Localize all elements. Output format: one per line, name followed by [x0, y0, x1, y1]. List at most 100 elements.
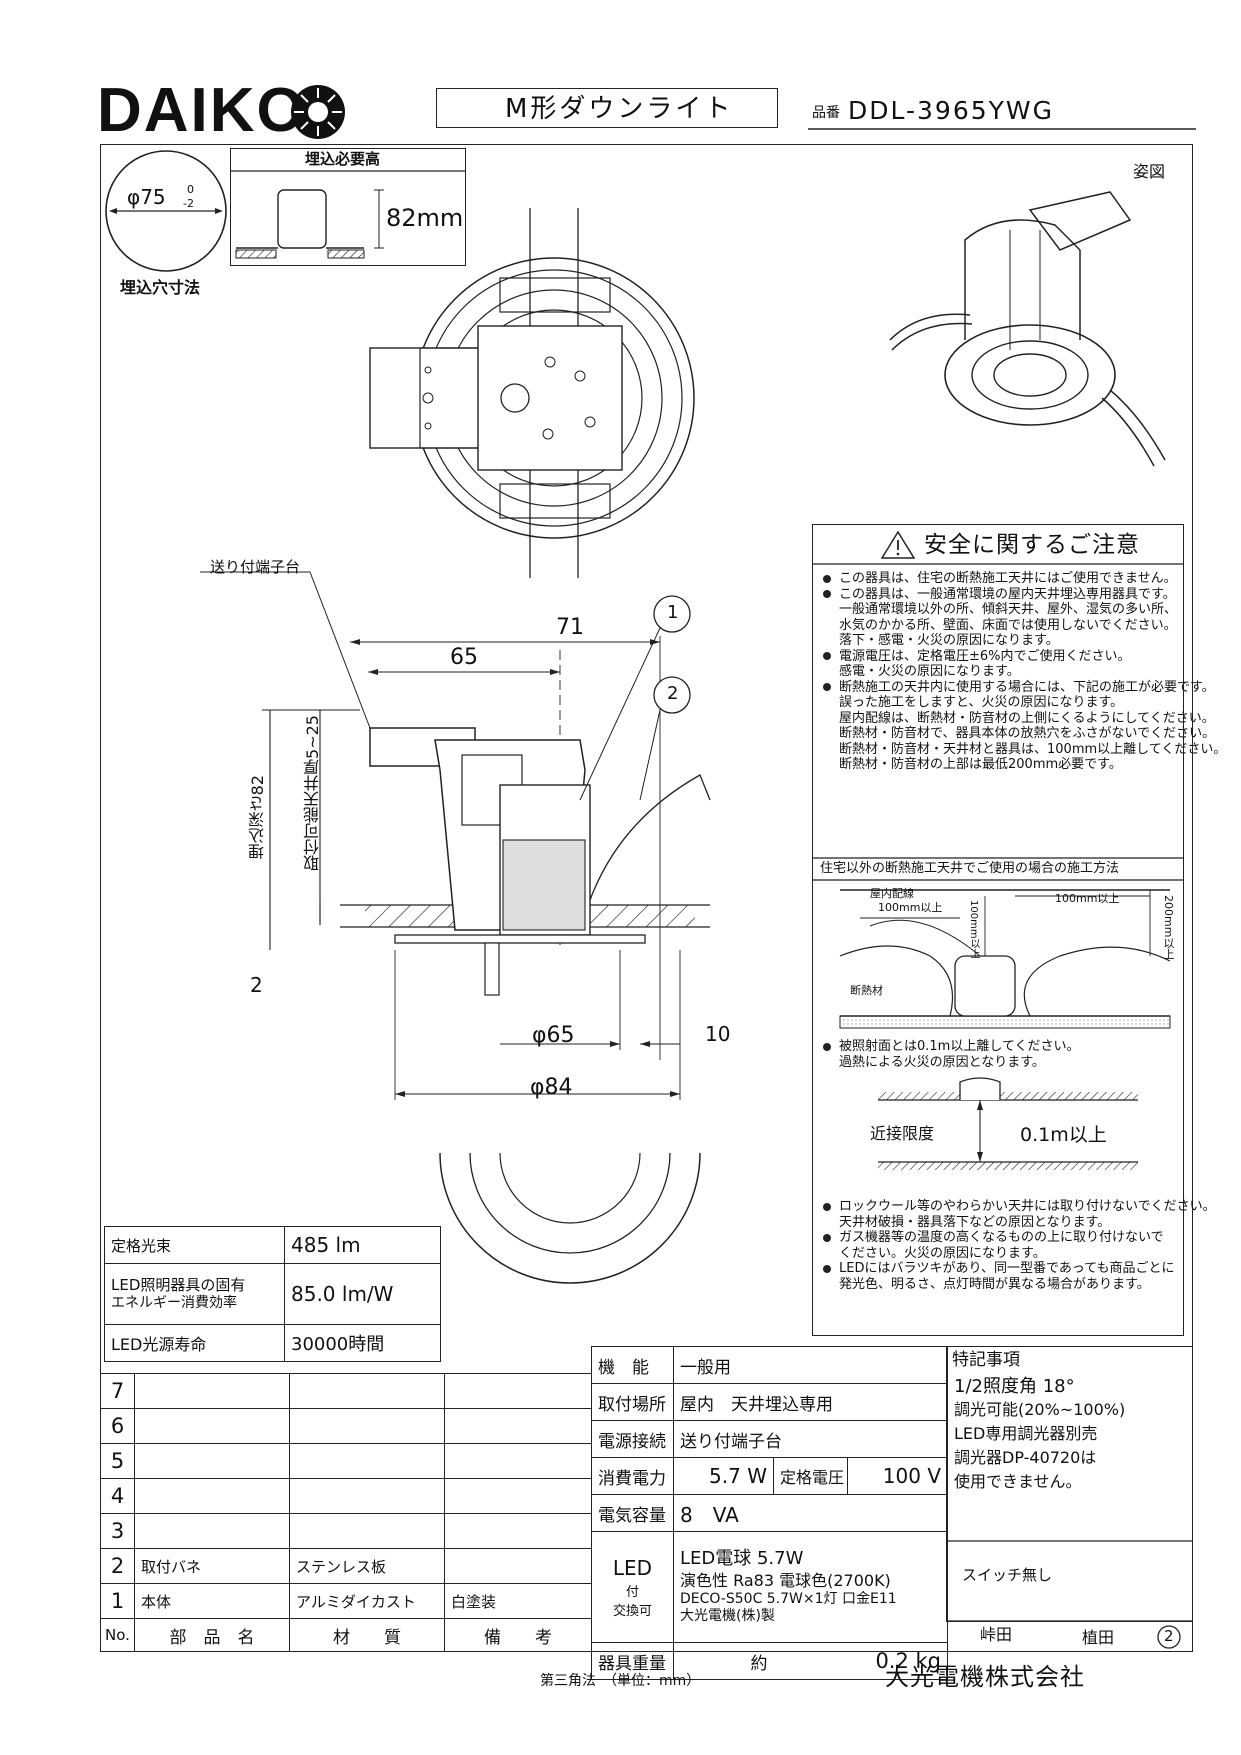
- side-elevation-drawing: [200, 571, 711, 1100]
- bullet-icon: [823, 1042, 831, 1051]
- parts-cell-no: 6: [100, 1408, 135, 1444]
- parts-cell-material: ステンレス板: [289, 1548, 445, 1584]
- notes-line: 使用できません。: [954, 1472, 1082, 1491]
- safety-line: 一般通常環境以外の所、傾斜天井、屋外、湿気の多い所、: [823, 603, 1177, 616]
- dim-2: 2: [250, 973, 263, 997]
- consumption-value: 5.7 W: [673, 1457, 774, 1495]
- led-line-2: 演色性 Ra83 電球色(2700K): [680, 1570, 891, 1590]
- efficiency-label: LED照明器具の固有 エネルギー消費効率: [104, 1263, 285, 1325]
- fig-wiring: 屋内配線: [870, 887, 914, 900]
- embed-height-box: [230, 148, 466, 266]
- fig-d100b: 100mm以上: [1055, 892, 1120, 905]
- led-label-cell: LED 付 交換可: [591, 1531, 674, 1643]
- safety-text: LEDにはバラツキがあり、同一型番であっても商品ごとに: [839, 1261, 1175, 1276]
- parts-cell-material: [289, 1373, 445, 1409]
- notes-line: 調光器DP-40720は: [954, 1448, 1097, 1467]
- bullet-icon: [823, 1233, 831, 1242]
- parts-cell-material: アルミダイカスト: [289, 1583, 445, 1619]
- bullet-icon: [823, 574, 831, 583]
- safety-line: 誤った施工をしますと、火災の原因になります。: [823, 696, 1123, 709]
- efficiency-label-1: LED照明器具の固有: [111, 1276, 246, 1295]
- safety-line: 電源電圧は、定格電圧±6%内でご使用ください。: [823, 650, 1131, 663]
- cutout-tol-bottom: -2: [183, 197, 194, 210]
- signature-checker: 植田: [1082, 1628, 1115, 1647]
- proximity-value: 0.1m以上: [1020, 1124, 1107, 1146]
- led-label-3: 交換可: [612, 1604, 652, 1619]
- parts-cell-material: [289, 1513, 445, 1549]
- dim-phi84: φ84: [530, 1075, 573, 1100]
- parts-cell-note: [444, 1513, 592, 1549]
- power-conn-value: 送り付端子台: [672, 1420, 949, 1458]
- safety-text: 感電・火災の原因になります。: [839, 664, 1020, 679]
- parts-row: 5: [100, 1443, 592, 1479]
- install-method-title: 住宅以外の断熱施工天井でご使用の場合の施工方法: [820, 861, 1120, 876]
- parts-cell-name: [134, 1478, 290, 1514]
- warning-triangle-icon: [880, 530, 916, 559]
- fig-d100c: 100mm以上: [968, 900, 979, 959]
- function-value: 一般用: [672, 1346, 949, 1384]
- parts-cell-note: 白塗装: [444, 1583, 592, 1619]
- safety-text: 断熱施工の天井内に使用する場合には、下記の施工が必要です。: [839, 679, 1215, 695]
- parts-cell-note: [444, 1443, 592, 1479]
- parts-header-no: No.: [100, 1618, 135, 1652]
- part-number-underline: [808, 128, 1196, 130]
- safety-line: ガス機器等の温度の高くなるものの上に取り付けないで: [823, 1231, 1164, 1244]
- parts-cell-name: [134, 1408, 290, 1444]
- notes-title: 特記事項: [952, 1350, 1020, 1370]
- safety-text: 天井材破損・器具落下などの原因となります。: [839, 1214, 1111, 1230]
- part-number-label: 品番: [812, 105, 840, 121]
- weight-label: 器具重量: [591, 1642, 674, 1680]
- safety-text: 落下・感電・火災の原因になります。: [839, 633, 1059, 648]
- parts-cell-note: [444, 1373, 592, 1409]
- parts-cell-no: 7: [100, 1373, 135, 1409]
- revision-circle: [1157, 1625, 1181, 1649]
- led-line-4: 大光電機(株)製: [680, 1608, 775, 1625]
- efficiency-value: 85.0 lm/W: [284, 1263, 441, 1325]
- dim-depth: 埋込深さ82: [248, 775, 267, 860]
- parts-cell-no: 5: [100, 1443, 135, 1479]
- fig-insulation: 断熱材: [850, 984, 883, 997]
- weight-value: 0.2 kg: [773, 1642, 949, 1680]
- life-label: LED光源寿命: [104, 1324, 285, 1362]
- led-label-2: 付: [625, 1584, 639, 1600]
- safety-line: 水気のかかる所、壁面、床面では使用しないでください。: [823, 619, 1177, 632]
- place-label: 取付場所: [591, 1383, 674, 1421]
- bullet-icon: [823, 683, 831, 691]
- led-detail-cell: LED電球 5.7W 演色性 Ra83 電球色(2700K) DECO-S50C…: [672, 1531, 949, 1643]
- parts-cell-material: [289, 1408, 445, 1444]
- safety-text: ください。火災の原因になります。: [839, 1245, 1046, 1261]
- parts-cell-no: 2: [100, 1548, 135, 1584]
- dim-ceiling: 取付可能天井厚5~25: [303, 715, 322, 871]
- embed-height-title-divider: [230, 170, 466, 172]
- safety-line: 断熱材・防音材・天井材と器具は、100mm以上離してください。: [823, 743, 1226, 756]
- parts-row: 4: [100, 1478, 592, 1514]
- efficiency-label-2: エネルギー消費効率: [111, 1294, 237, 1311]
- safety-line: 断熱材・防音材で、器具本体の放熱穴をふさがないでください。: [823, 727, 1215, 740]
- parts-header-row: No.部 品 名材 質備 考: [100, 1618, 592, 1652]
- safety-text: この器具は、住宅の断熱施工天井にはご使用できません。: [839, 571, 1177, 586]
- safety-line: LEDにはバラツキがあり、同一型番であっても商品ごとに: [823, 1262, 1175, 1275]
- safety-text: 過熱による火災の原因となります。: [839, 1054, 1045, 1070]
- parts-row: 6: [100, 1408, 592, 1444]
- embed-height-value: 82mm: [386, 204, 464, 232]
- safety-text: 一般通常環境以外の所、傾斜天井、屋外、湿気の多い所、: [839, 602, 1178, 617]
- lumen-spec-table: 定格光束 485 lm LED照明器具の固有 エネルギー消費効率 85.0 lm…: [104, 1226, 441, 1362]
- parts-cell-name: [134, 1513, 290, 1549]
- product-title-box: [436, 88, 778, 128]
- safety-text: ガス機器等の温度の高くなるものの上に取り付けないで: [839, 1230, 1164, 1245]
- fixture-spec-table: 機 能 一般用 取付場所 屋内 天井埋込専用 電源接続 送り付端子台 消費電力 …: [591, 1346, 949, 1680]
- safety-text: 断熱材・防音材・天井材と器具は、100mm以上離してください。: [839, 741, 1227, 757]
- parts-row: 7: [100, 1373, 592, 1409]
- iso-view-label: 姿図: [1133, 162, 1166, 181]
- safety-text: 誤った施工をしますと、火災の原因になります。: [839, 695, 1124, 710]
- lumen-value: 485 lm: [284, 1226, 441, 1264]
- safety-line: 感電・火災の原因になります。: [823, 665, 1020, 678]
- fig-d200: 200mm以上: [1162, 895, 1175, 960]
- consumption-label: 消費電力: [591, 1457, 674, 1495]
- safety-line: 天井材破損・器具落下などの原因となります。: [823, 1216, 1110, 1229]
- safety-text: 屋内配線は、断熱材・防音材の上側にくるようにしてください。: [839, 710, 1215, 726]
- signature-divider: [946, 1620, 1193, 1622]
- part-number: DDL-3965YWG: [848, 96, 1054, 125]
- parts-header-name: 部 品 名: [134, 1618, 290, 1652]
- company-name: 大光電機株式会社: [885, 1663, 1085, 1691]
